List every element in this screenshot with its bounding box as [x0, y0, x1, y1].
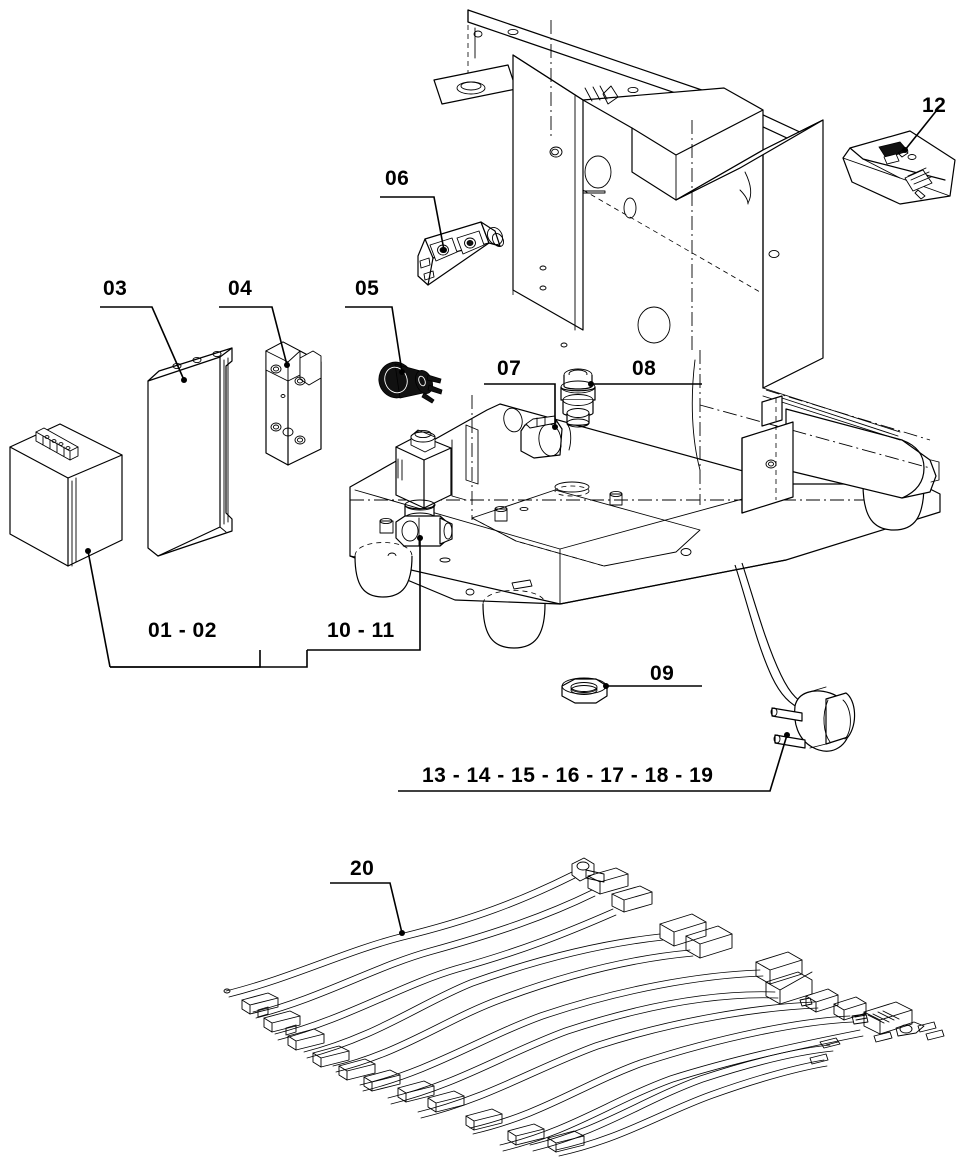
part-cable-gland — [560, 368, 596, 428]
callout-12: 12 — [922, 94, 947, 117]
part-terminal-block — [265, 341, 322, 466]
leader-lines — [85, 109, 938, 936]
callout-05: 05 — [355, 277, 380, 300]
part-dual-switch-module — [417, 221, 505, 286]
callout-08: 08 — [632, 357, 657, 380]
leveling-feet — [354, 470, 925, 649]
harness-wires-lower — [359, 969, 864, 1157]
callout-07: 07 — [497, 357, 522, 380]
right-rail-tube — [699, 404, 940, 499]
part-lock-nut — [561, 677, 608, 704]
rear-vertical-panel — [512, 20, 824, 389]
base-plate — [349, 403, 941, 649]
part-power-cord-plug — [734, 562, 856, 752]
part-control-panel-plate — [842, 130, 956, 205]
harness-wires-upper — [225, 871, 694, 1073]
front-divider-plate — [691, 350, 701, 505]
harness-left-terminals — [223, 988, 585, 1153]
harness-right-connectors — [571, 857, 945, 1065]
callout-04: 04 — [228, 277, 253, 300]
callout-03: 03 — [103, 277, 128, 300]
part-solenoid-valve — [395, 429, 453, 547]
right-side-bracket — [741, 395, 794, 514]
callout-13-19: 13 - 14 - 15 - 16 - 17 - 18 - 19 — [422, 764, 714, 787]
part-wiring-harness — [223, 857, 945, 1157]
part-round-connector — [378, 361, 443, 404]
callout-01-02: 01 - 02 — [148, 619, 217, 642]
part-control-box — [9, 423, 123, 567]
chassis-assembly — [349, 9, 941, 649]
callout-20: 20 — [350, 857, 375, 880]
left-side-bracket — [451, 395, 479, 520]
left-mount-tab — [433, 64, 517, 105]
callout-09: 09 — [650, 662, 675, 685]
part-mounting-bracket — [147, 347, 233, 557]
callout-06: 06 — [385, 167, 410, 190]
callout-10-11: 10 - 11 — [327, 619, 395, 642]
upper-cross-beam — [762, 387, 931, 441]
